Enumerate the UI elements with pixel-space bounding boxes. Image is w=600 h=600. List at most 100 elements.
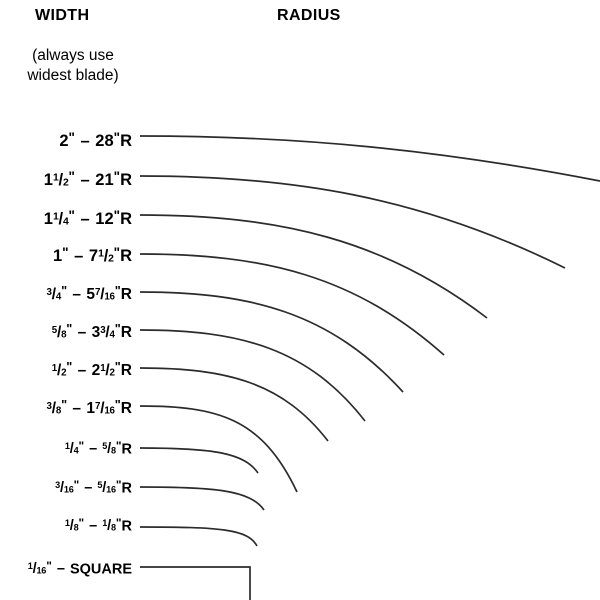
cut-radius-2-inch-mark: " <box>113 208 121 224</box>
cut-radius-3-fraction: 1/2 <box>98 248 114 265</box>
cut-radius-10-suffix: R <box>121 518 132 535</box>
cut-radius-7-numerator: 7 <box>94 400 101 412</box>
blade-width-8-slash: / <box>69 441 74 458</box>
cut-radius-5-suffix: R <box>120 323 132 341</box>
blade-width-6-denominator: 2 <box>61 367 67 379</box>
cut-radius-9-fraction: 5/16 <box>97 480 116 497</box>
cut-radius-2-whole: 12 <box>95 210 114 229</box>
cut-radius-7-suffix: R <box>120 399 132 417</box>
cut-radius-4-numerator: 7 <box>94 286 101 298</box>
blade-width-4-slash: / <box>51 285 56 303</box>
blade-width-1-fraction: 1/2 <box>53 172 69 189</box>
row-dash-9: – <box>80 480 97 497</box>
blade-width-1-numerator: 1 <box>52 172 59 184</box>
cut-radius-5-whole: 3 <box>91 323 101 341</box>
blade-width-1-inch-mark: " <box>68 169 75 185</box>
blade-width-8-fraction: 1/4 <box>65 442 79 457</box>
blade-width-0-inch-mark: " <box>68 130 75 146</box>
blade-width-1-denominator: 2 <box>62 177 69 189</box>
cut-radius-9-slash: / <box>102 480 107 497</box>
cut-radius-8-slash: / <box>107 441 111 458</box>
cut-radius-3-inch-mark: " <box>113 245 121 261</box>
row-dash-3: – <box>69 247 88 266</box>
cut-radius-2-suffix: R <box>120 210 132 229</box>
row-label-row-1-8in: 1/8" – 1/8"R <box>0 515 140 535</box>
cut-radius-3-numerator: 1 <box>98 248 104 260</box>
row-label-row-1-1-2in: 11/2" – 21"R <box>0 170 140 189</box>
column-header-radius: RADIUS <box>277 7 341 24</box>
cut-radius-6-slash: / <box>105 361 110 379</box>
blade-width-4-denominator: 4 <box>55 291 62 303</box>
blade-width-1-slash: / <box>58 171 64 190</box>
blade-width-2-inch-mark: " <box>68 208 75 224</box>
cut-radius-0-whole: 28 <box>95 132 114 151</box>
radius-arc-row-1-2in <box>139 367 329 442</box>
radius-arc-row-1-1-2in <box>139 175 566 269</box>
blade-width-8-inch-mark: " <box>78 438 85 453</box>
row-dash-1: – <box>75 171 95 190</box>
cut-radius-6-fraction: 1/2 <box>100 361 115 379</box>
blade-width-9-denominator: 16 <box>63 484 74 495</box>
blade-width-0-whole: 2 <box>59 132 69 151</box>
row-dash-7: – <box>68 399 86 417</box>
cut-radius-3-denominator: 2 <box>108 253 114 265</box>
cut-radius-6-whole: 2 <box>91 361 101 379</box>
cut-radius-8-inch-mark: " <box>115 438 122 453</box>
row-dash-6: – <box>73 361 91 379</box>
row-label-row-2in: 2" – 28"R <box>0 131 140 150</box>
blade-width-9-slash: / <box>60 480 64 497</box>
cut-radius-11-whole: SQUARE <box>69 561 132 578</box>
cut-radius-9-denominator: 16 <box>106 484 116 495</box>
row-label-row-1-2in: 1/2" – 21/2"R <box>0 360 140 379</box>
blade-width-10-inch-mark: " <box>78 515 85 530</box>
blade-width-6-fraction: 1/2 <box>52 362 67 379</box>
blade-width-5-slash: / <box>56 323 62 341</box>
blade-width-8-numerator: 1 <box>64 441 70 452</box>
blade-width-7-fraction: 3/8 <box>46 400 62 417</box>
row-label-row-1-4in: 1/4" – 5/8"R <box>0 438 140 457</box>
radius-arc-row-1-8in <box>139 526 258 547</box>
cut-radius-4-slash: / <box>100 285 105 303</box>
cut-radius-4-denominator: 16 <box>104 291 115 303</box>
cut-radius-9-suffix: R <box>121 480 132 497</box>
radius-arc-row-3-4in <box>139 291 404 393</box>
row-label-row-5-8in: 5/8" – 33/4"R <box>0 320 140 341</box>
row-label-row-3-16in: 3/16" – 5/16"R <box>0 479 140 497</box>
blade-width-5-denominator: 8 <box>61 329 67 341</box>
radius-arc-row-1in <box>139 253 445 356</box>
cut-radius-7-denominator: 16 <box>104 405 115 417</box>
row-dash-5: – <box>73 323 91 341</box>
blade-width-5-numerator: 5 <box>51 324 57 336</box>
cut-radius-1-suffix: R <box>120 171 132 190</box>
blade-width-1-whole: 1 <box>43 171 53 190</box>
radius-arc-row-1-1-4in <box>139 214 488 319</box>
cut-radius-3-whole: 7 <box>88 247 99 266</box>
blade-width-2-slash: / <box>58 210 64 229</box>
blade-width-2-fraction: 1/4 <box>53 211 69 228</box>
cut-radius-7-slash: / <box>100 399 105 417</box>
blade-width-2-denominator: 4 <box>62 216 69 228</box>
radius-arc-row-1-16in <box>140 566 251 600</box>
blade-width-7-numerator: 3 <box>46 400 52 412</box>
row-label-row-3-8in: 3/8" – 17/16"R <box>0 396 140 417</box>
row-label-row-1-1-4in: 11/4" – 12"R <box>0 209 140 228</box>
blade-width-10-denominator: 8 <box>73 522 79 533</box>
blade-width-2-numerator: 1 <box>52 211 59 223</box>
row-label-row-1-16in: 1/16" – SQUARE <box>0 558 140 578</box>
blade-width-4-fraction: 3/4 <box>47 285 62 303</box>
blade-width-7-inch-mark: " <box>61 396 68 412</box>
cut-radius-5-denominator: 4 <box>109 329 115 341</box>
cut-radius-0-suffix: R <box>120 132 132 151</box>
radius-arc-row-1-4in <box>139 447 259 474</box>
row-dash-11: – <box>52 561 69 578</box>
cut-radius-4-suffix: R <box>120 285 132 303</box>
cut-radius-1-whole: 21 <box>95 171 114 190</box>
row-label-row-3-4in: 3/4" – 57/16"R <box>0 284 140 303</box>
blade-width-11-inch-mark: " <box>46 558 52 573</box>
blade-width-5-inch-mark: " <box>66 320 73 336</box>
cut-radius-8-denominator: 8 <box>111 445 116 456</box>
blade-width-10-slash: / <box>69 518 74 535</box>
cut-radius-8-fraction: 5/8 <box>102 442 116 457</box>
